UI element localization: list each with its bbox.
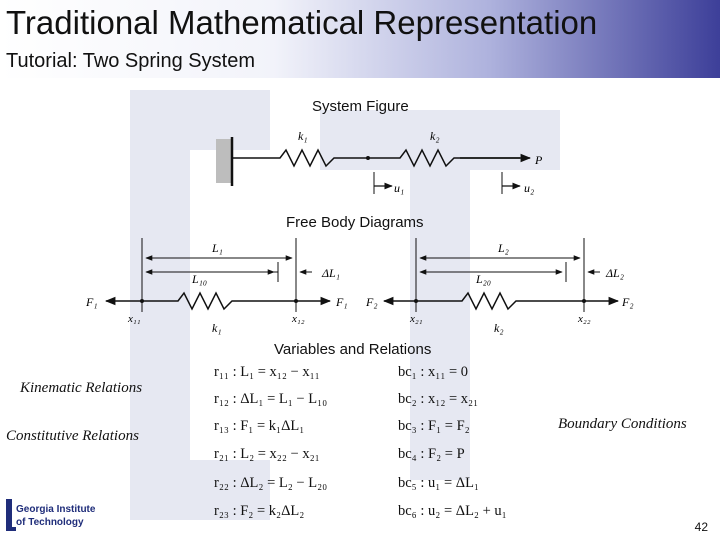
label-u2: u₂: [524, 181, 534, 195]
relation-r21: r₂₁ : L₂ = x₂₂ − x₂₁: [214, 446, 320, 462]
label-x11: x₁₁: [127, 313, 141, 325]
relation-r12: r₁₂ : ΔL₁ = L₁ − L₁₀: [214, 391, 328, 407]
relation-r22: r₂₂ : ΔL₂ = L₂ − L₂₀: [214, 475, 328, 491]
title-banner: [0, 0, 720, 78]
label-dL2: ΔL₂: [605, 266, 624, 280]
label-P: P: [534, 153, 543, 167]
label-L1: L₁: [211, 241, 223, 255]
kinematic-relations-label: Kinematic Relations: [20, 380, 143, 396]
slide-subtitle: Tutorial: Two Spring System: [6, 50, 255, 72]
bc-2: bc₂ : x₁₂ = x₂₁: [398, 391, 479, 407]
label-x21: x₂₁: [409, 313, 423, 325]
relation-r13: r₁₃ : F₁ = k₁ΔL₁: [214, 418, 305, 434]
label-k1: k₁: [298, 129, 308, 143]
label-x22: x₂₂: [577, 313, 591, 325]
spring-k2: [368, 148, 520, 168]
page-number: 42: [694, 520, 708, 534]
constitutive-relations-label: Constitutive Relations: [6, 428, 139, 444]
label-k2: k₂: [430, 129, 440, 143]
spring-k1: [232, 148, 368, 168]
georgia-tech-logo: Georgia Institute of Technology: [6, 499, 96, 531]
label-fbd-k1: k₁: [212, 321, 222, 335]
boundary-conditions-label: Boundary Conditions: [558, 416, 687, 432]
label-dL1: ΔL₁: [321, 266, 340, 280]
bc-4: bc₄ : F₂ = P: [398, 446, 465, 462]
label-u1: u₁: [394, 181, 404, 195]
label-F2-left: F₂: [365, 295, 378, 309]
slide-title: Traditional Mathematical Representation: [6, 4, 598, 41]
logo-line1: Georgia Institute: [16, 504, 96, 515]
bc-3: bc₃ : F₁ = F₂: [398, 418, 470, 434]
gt-watermark: [130, 90, 560, 520]
bc-6: bc₆ : u₂ = ΔL₂ + u₁: [398, 503, 507, 519]
free-body-heading: Free Body Diagrams: [286, 214, 424, 231]
logo-line2: of Technology: [16, 517, 84, 528]
label-L2: L₂: [497, 241, 509, 255]
relation-r11: r₁₁ : L₁ = x₁₂ − x₁₁: [214, 364, 320, 380]
system-figure-heading: System Figure: [312, 98, 409, 115]
label-x12: x₁₂: [291, 313, 305, 325]
label-F2-right: F₂: [621, 295, 634, 309]
fbd-spring-k1: [142, 291, 296, 311]
label-L20: L₂₀: [475, 272, 491, 286]
bc-5: bc₅ : u₁ = ΔL₁: [398, 475, 479, 491]
label-fbd-k2: k₂: [494, 321, 504, 335]
label-F1-left: F₁: [85, 295, 98, 309]
fixed-wall: [216, 139, 232, 183]
fbd-spring-k2: [416, 291, 584, 311]
variables-heading: Variables and Relations: [274, 341, 432, 358]
bc-1: bc₁ : x₁₁ = 0: [398, 364, 469, 380]
label-L10: L₁₀: [191, 272, 207, 286]
label-F1-right: F₁: [335, 295, 348, 309]
relation-r23: r₂₃ : F₂ = k₂ΔL₂: [214, 503, 305, 519]
